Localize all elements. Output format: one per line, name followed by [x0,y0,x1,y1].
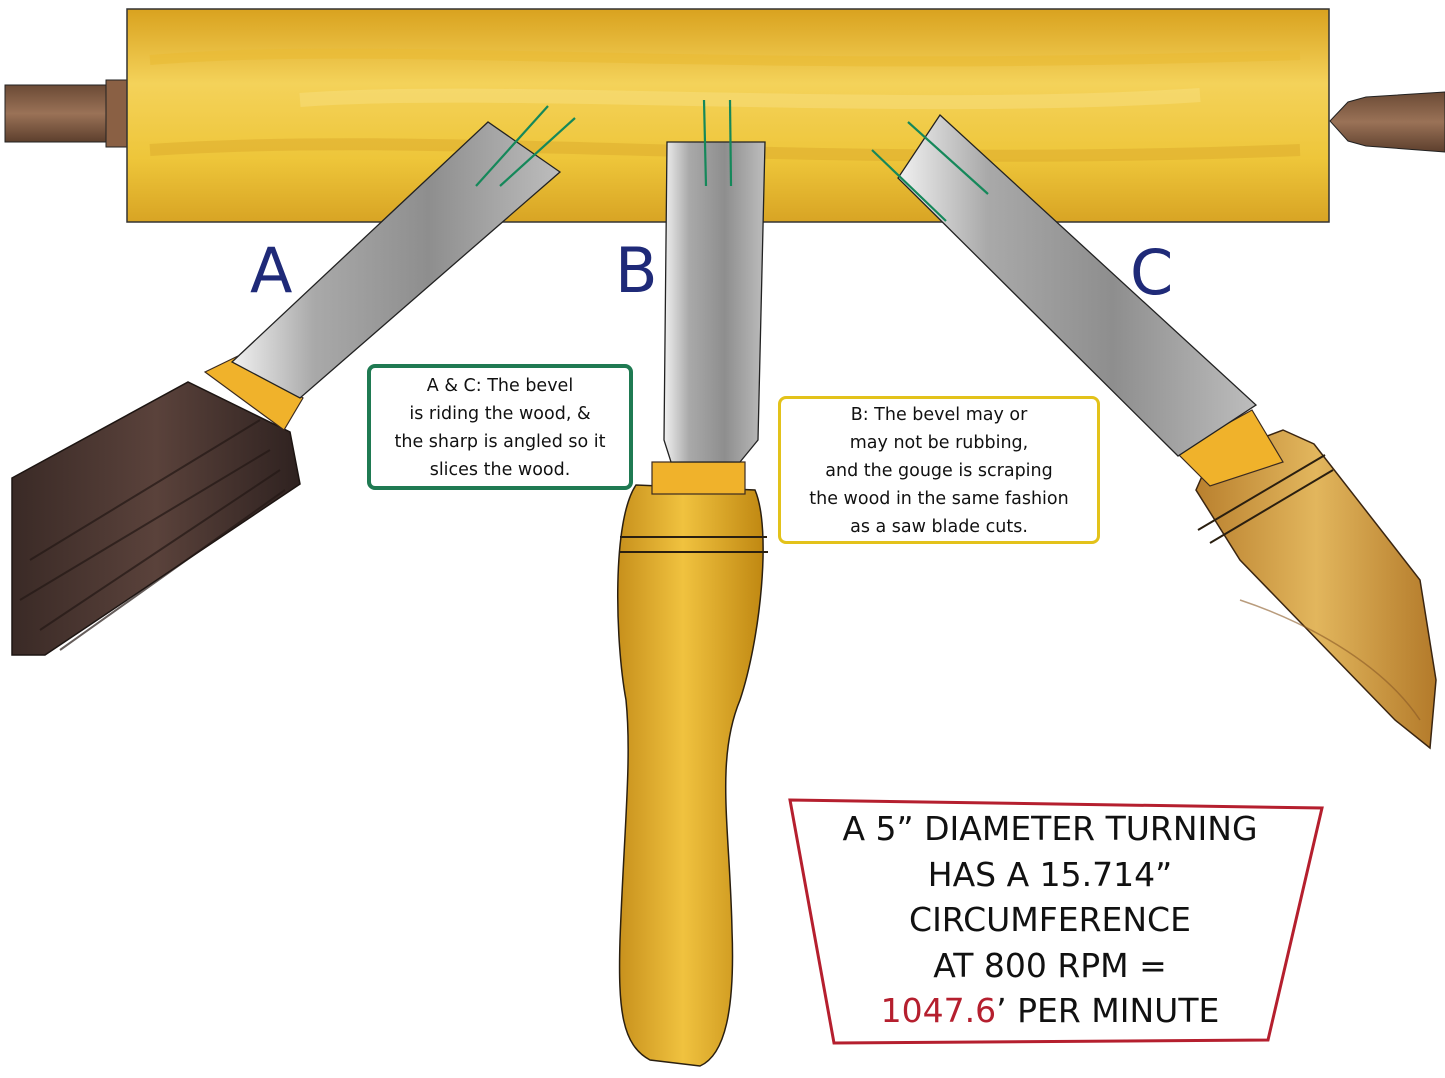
drive-spur [5,80,128,147]
note-line: B: The bevel may or [781,401,1097,429]
calc-line: A 5” DIAMETER TURNING [790,806,1310,852]
label-b: B [615,240,658,302]
note-scraping: B: The bevel may or may not be rubbing, … [778,396,1100,544]
tailstock-center [1330,92,1445,152]
note-line: may not be rubbing, [781,429,1097,457]
calc-result-unit: ’ PER MINUTE [996,991,1219,1030]
label-a: A [250,240,292,302]
note-line: slices the wood. [371,456,629,484]
calc-result-value: 1047.6 [881,991,996,1030]
note-line: is riding the wood, & [371,400,629,428]
note-line: the sharp is angled so it [371,428,629,456]
note-line: the wood in the same fashion [781,485,1097,513]
calc-line: CIRCUMFERENCE [790,897,1310,943]
calc-line: AT 800 RPM = [790,943,1310,989]
label-c: C [1130,242,1173,304]
calc-result-line: 1047.6’ PER MINUTE [790,988,1310,1034]
note-bevel-riding: A & C: The bevel is riding the wood, & t… [367,364,633,490]
note-line: and the gouge is scraping [781,457,1097,485]
surface-speed-calculation: A 5” DIAMETER TURNING HAS A 15.714” CIRC… [790,806,1310,1034]
calc-line: HAS A 15.714” [790,852,1310,898]
note-line: A & C: The bevel [371,372,629,400]
note-line: as a saw blade cuts. [781,513,1097,541]
